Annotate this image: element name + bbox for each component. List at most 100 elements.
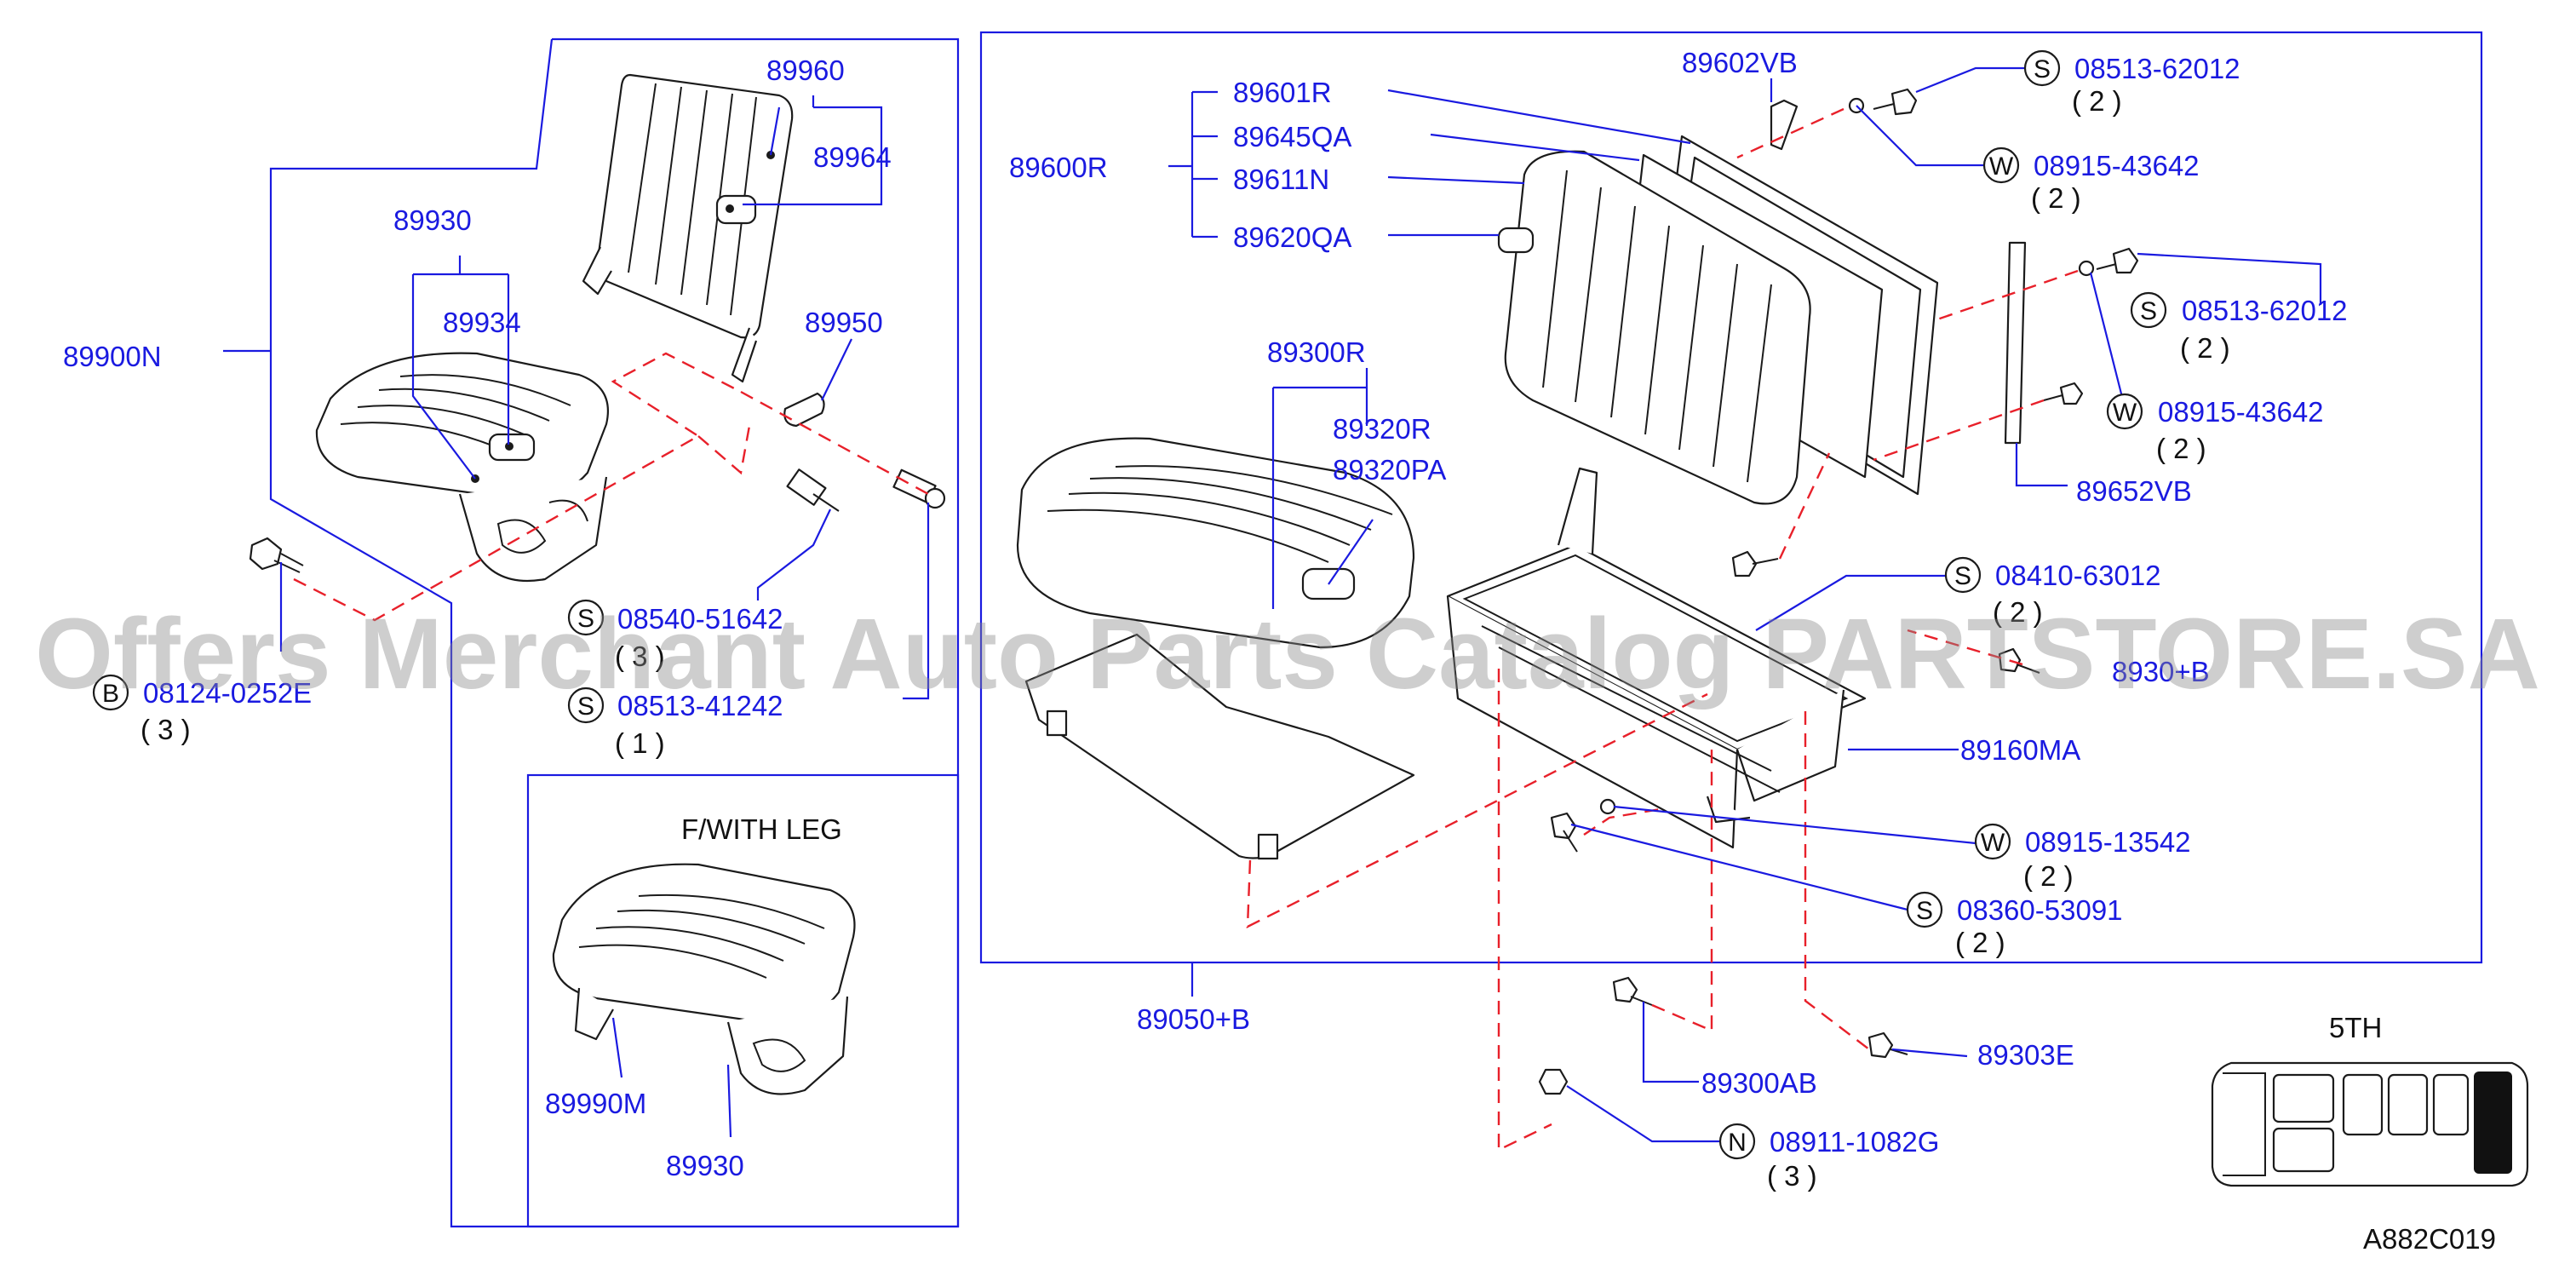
bolt-89652 — [2043, 382, 2084, 405]
label-89934: 89934 — [443, 307, 521, 338]
label-89050b: 89050+B — [1137, 1003, 1250, 1035]
bolt-89303e — [1867, 1031, 1908, 1059]
label-89620qa: 89620QA — [1233, 221, 1351, 253]
fastener-qty: ( 2 ) — [1993, 596, 2043, 628]
label-89960: 89960 — [766, 55, 845, 86]
rod-89602vb — [1770, 99, 1799, 151]
seat-cushion-89930 — [315, 352, 610, 583]
inset-title: F/WITH LEG — [681, 813, 842, 845]
bar-89652vb — [2004, 241, 2027, 445]
fastener-part-number: 08513-62012 — [2182, 295, 2348, 326]
fastener-callout: W 08915-43642 ( 2 ) — [1982, 147, 2200, 214]
fastener-callout: W 08915-13542 ( 2 ) — [1974, 823, 2191, 892]
fastener-part-number: 08513-41242 — [617, 690, 783, 721]
fastener-qty: ( 3 ) — [615, 641, 665, 672]
fastener-callout: S 08360-53091 ( 2 ) — [1906, 891, 2123, 958]
washer-2 — [2078, 260, 2095, 277]
bolt-08513-62012-b — [2096, 247, 2139, 274]
fastener-prefix: S — [577, 692, 594, 721]
fastener-part-number: 08360-53091 — [1957, 894, 2123, 926]
seat-frame-89160ma — [1446, 467, 1867, 849]
washer-3 — [1599, 798, 1616, 815]
fastener-part-number: 08540-51642 — [617, 603, 783, 635]
fastener-qty: ( 2 ) — [2180, 332, 2230, 364]
fastener-prefix: S — [1916, 897, 1933, 925]
label-89611n: 89611N — [1233, 164, 1329, 195]
bolt-08540 — [786, 468, 840, 512]
fastener-callout: W 08915-43642 ( 2 ) — [2106, 393, 2324, 464]
fastener-part-number: 08915-43642 — [2158, 396, 2324, 428]
label-8930b: 8930+B — [2112, 656, 2210, 687]
fastener-part-number: 08513-62012 — [2074, 53, 2240, 84]
left-assembly-frame — [269, 37, 960, 1228]
right-assembly-frame — [979, 31, 2483, 964]
label-89300r: 89300R — [1267, 336, 1366, 368]
fastener-prefix: S — [1954, 562, 1971, 590]
seat-back-89611n — [1497, 150, 1811, 505]
fastener-part-number: 08911-1082G — [1770, 1126, 1939, 1158]
label-89652vb: 89652VB — [2076, 475, 2192, 507]
label-89300ab: 89300AB — [1701, 1067, 1817, 1099]
fastener-part-number: 08915-43642 — [2034, 150, 2200, 181]
fastener-callout: N 08911-1082G ( 3 ) — [1718, 1123, 1939, 1192]
fastener-qty: ( 3 ) — [1767, 1160, 1817, 1192]
label-89900n: 89900N — [63, 341, 162, 372]
fastener-qty: ( 3 ) — [141, 714, 191, 745]
seat-with-leg — [552, 863, 856, 1095]
fastener-callout: S 08513-41242 ( 1 ) — [567, 687, 783, 759]
seat-cushion-89300r — [1016, 437, 1415, 649]
fastener-prefix: W — [2113, 399, 2137, 427]
fastener-prefix: W — [1981, 829, 2005, 857]
vehicle-seat-location-icon — [2211, 1061, 2529, 1187]
label-89602vb: 89602VB — [1682, 47, 1798, 78]
label-89950: 89950 — [805, 307, 883, 338]
label-89990m: 89990M — [545, 1088, 646, 1119]
bolt-89300ab — [1612, 976, 1653, 1006]
bolt-08410 — [1731, 550, 1779, 577]
fastener-prefix: B — [102, 680, 119, 708]
fastener-prefix: S — [577, 605, 594, 633]
label-89930a: 89930 — [393, 204, 472, 236]
fastener-callout: S 08410-63012 ( 2 ) — [1944, 556, 2161, 628]
bolt-08513-62012-a — [1873, 88, 1918, 116]
fastener-qty: ( 2 ) — [1955, 927, 2005, 958]
label-89645qa: 89645QA — [1233, 121, 1351, 152]
fastener-prefix: N — [1728, 1129, 1747, 1157]
bolt-08124 — [249, 537, 304, 573]
label-89964: 89964 — [813, 141, 892, 173]
label-89303e: 89303E — [1977, 1039, 2074, 1071]
label-89601r: 89601R — [1233, 77, 1332, 108]
nut-08911 — [1538, 1068, 1569, 1095]
fastener-callout: B 08124-0252E ( 3 ) — [92, 674, 312, 745]
bolt-08360 — [1550, 812, 1578, 853]
watermark-text: Offers Merchant Auto Parts Catalog PARTS… — [35, 598, 2540, 710]
fastener-callout: S 08513-62012 ( 2 ) — [2023, 49, 2240, 117]
fastener-prefix: W — [1989, 152, 2014, 181]
label-89320r: 89320R — [1333, 413, 1431, 445]
seat-back-89960 — [582, 73, 794, 383]
fastener-part-number: 08124-0252E — [143, 677, 312, 709]
label-89930b: 89930 — [666, 1150, 744, 1181]
assembly-lines — [293, 107, 2079, 1152]
fastener-callout: S 08540-51642 ( 3 ) — [567, 599, 783, 672]
label-89600r: 89600R — [1009, 152, 1108, 183]
fastener-qty: ( 2 ) — [2072, 85, 2122, 117]
fastener-part-number: 08410-63012 — [1995, 560, 2161, 591]
fastener-callout: S 08513-62012 ( 2 ) — [2130, 291, 2348, 364]
fastener-qty: ( 2 ) — [2023, 860, 2074, 892]
board-bracket — [1046, 710, 1068, 737]
leader-lines — [223, 66, 2322, 1143]
fastener-qty: ( 1 ) — [615, 727, 665, 759]
fastener-prefix: S — [2034, 55, 2051, 83]
fastener-prefix: S — [2140, 297, 2157, 325]
location-label: 5TH — [2329, 1012, 2382, 1043]
diagram-code: A882C019 — [2363, 1223, 2496, 1255]
fastener-part-number: 08915-13542 — [2025, 826, 2191, 858]
hinge-89950 — [783, 392, 825, 428]
fastener-qty: ( 2 ) — [2156, 433, 2206, 464]
fastener-qty: ( 2 ) — [2031, 182, 2081, 214]
label-89160ma: 89160MA — [1960, 734, 2080, 766]
label-89320pa: 89320PA — [1333, 454, 1446, 485]
fifth-row-seat-highlight — [2474, 1072, 2512, 1174]
